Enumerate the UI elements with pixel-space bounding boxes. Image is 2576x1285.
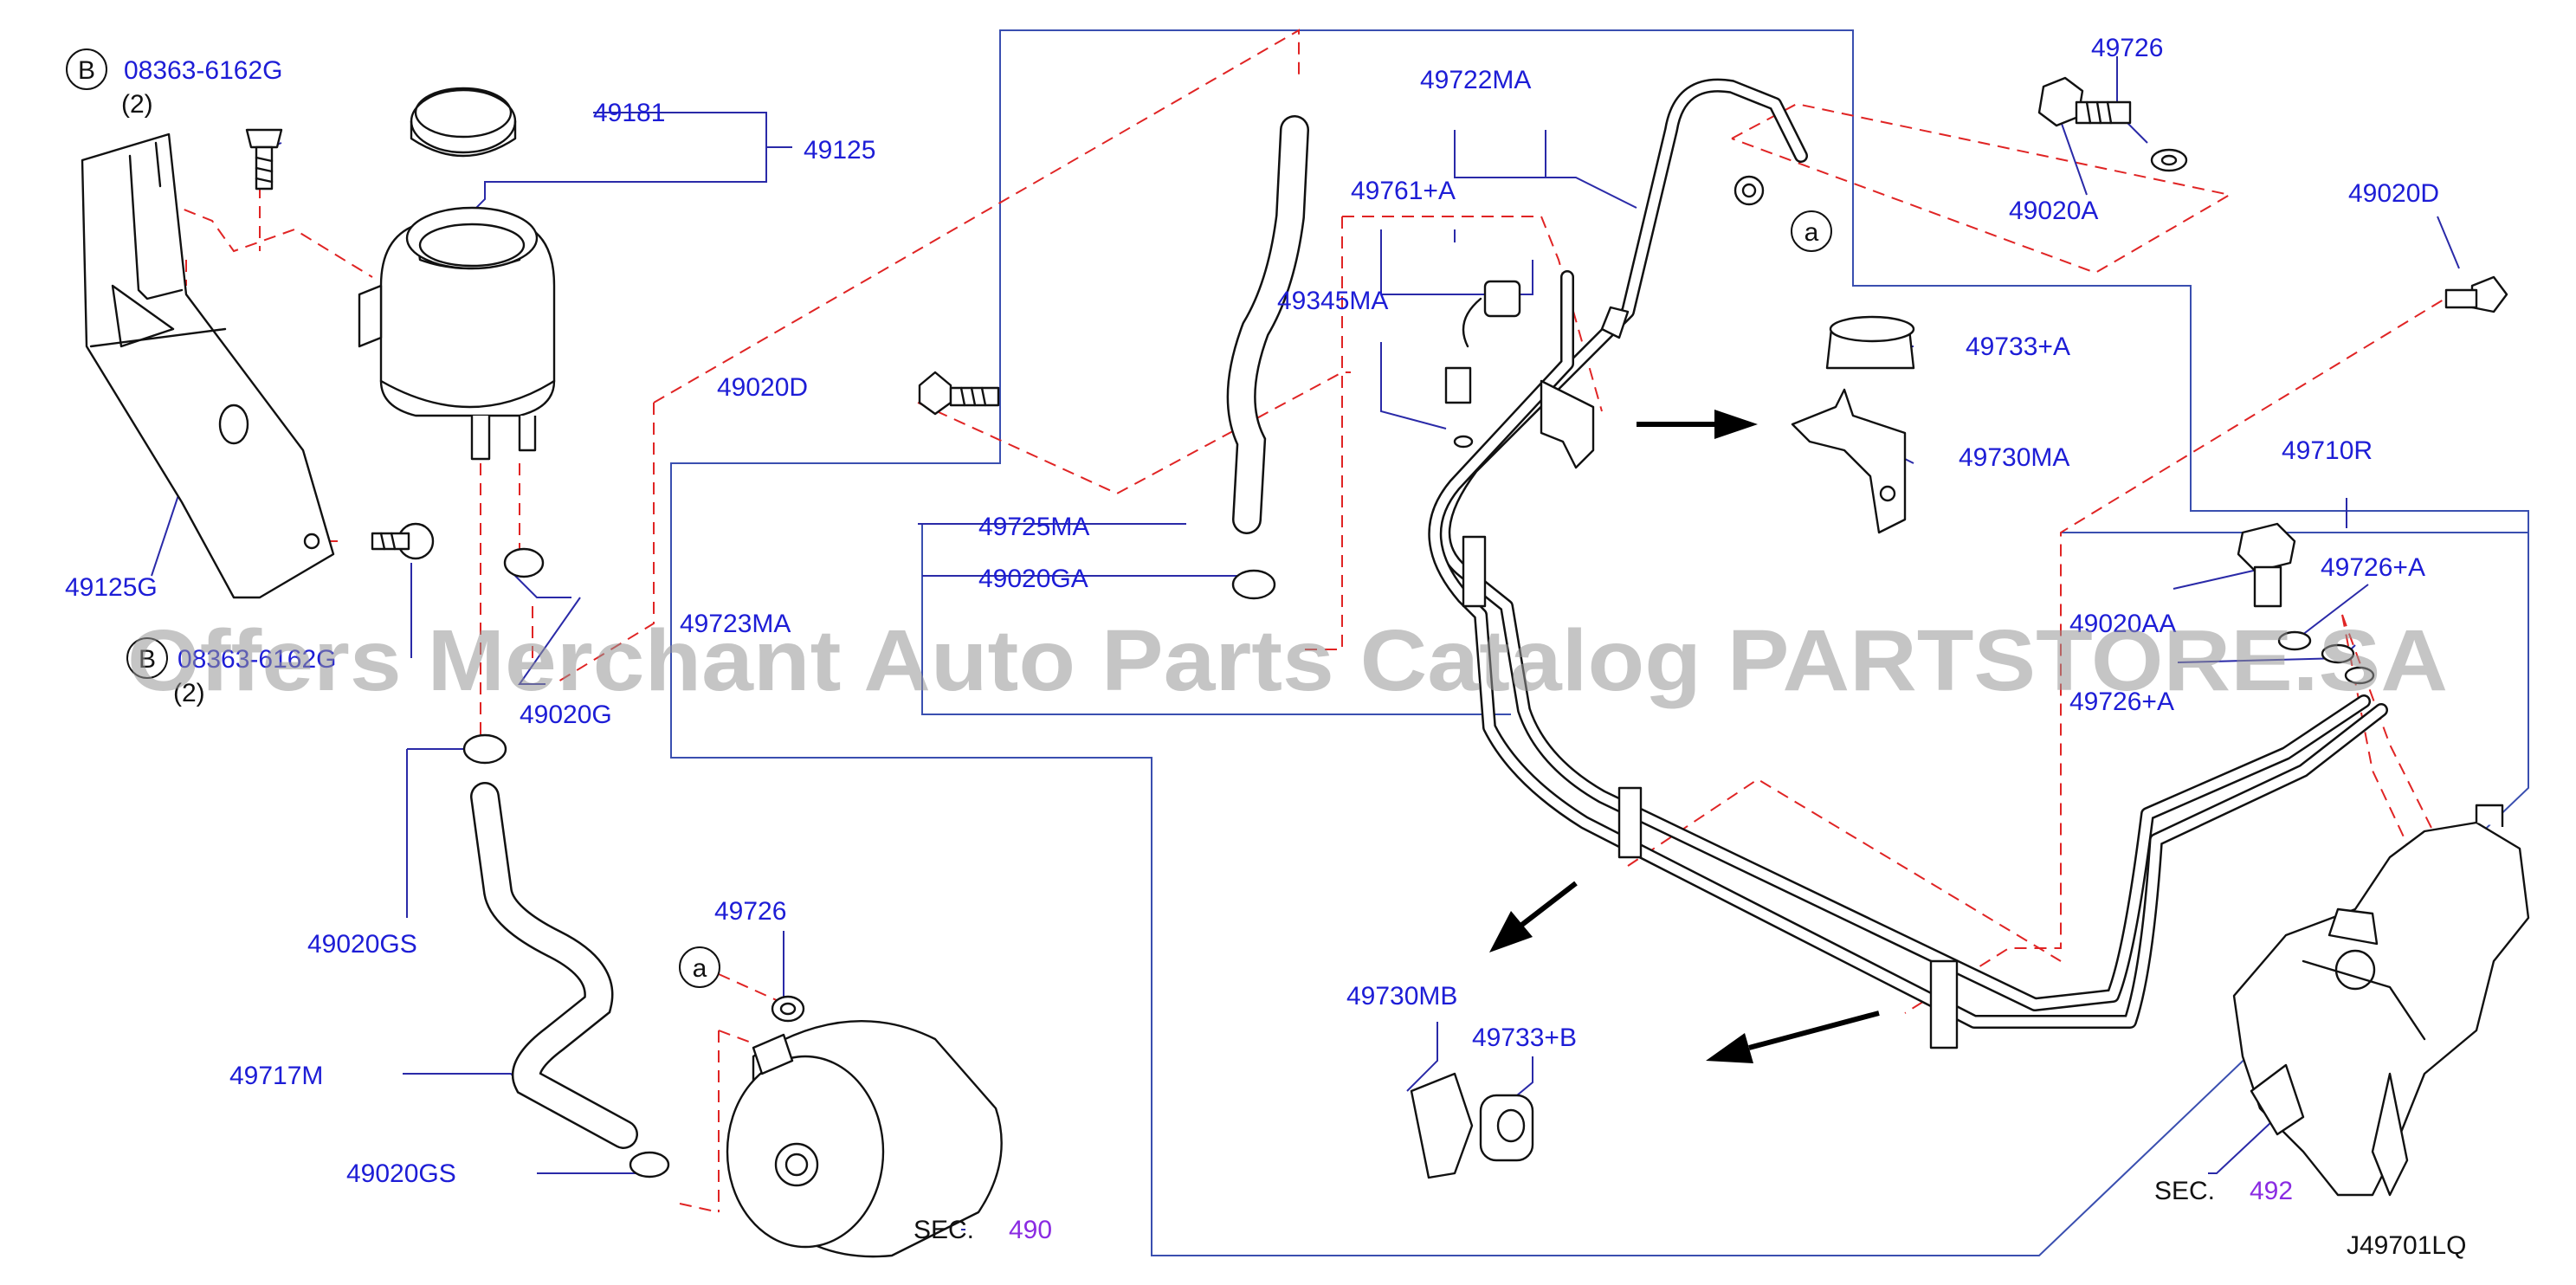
label-49730MB: 49730MB (1346, 982, 1457, 1011)
label-49726A-upper: 49726+A (2321, 553, 2425, 582)
label-49020G: 49020G (520, 701, 612, 729)
label-49710R: 49710R (2282, 436, 2373, 465)
washers-49726A (2277, 630, 2375, 685)
sec-pump-number: 490 (1009, 1216, 1052, 1244)
label-49726A-lower: 49726+A (2069, 688, 2174, 716)
grommet-49733B (1479, 1094, 1534, 1162)
bolt-49020AA (2237, 522, 2296, 608)
reservoir-cap (410, 87, 517, 158)
label-49733A: 49733+A (1966, 333, 2070, 361)
dashed-guides (146, 29, 2460, 1213)
watermark: Offers Merchant Auto Parts Catalog PARTS… (127, 612, 2448, 709)
label-49020D-mid: 49020D (717, 373, 808, 402)
bolt-marker-top: B (78, 56, 95, 85)
sec-pump: SEC. (914, 1216, 974, 1244)
direction-arrows (1489, 410, 1880, 1063)
label-49181: 49181 (593, 99, 665, 127)
label-49125: 49125 (804, 136, 875, 165)
diagram-code: J49701LQ (2347, 1231, 2466, 1260)
power-steering-pump (726, 995, 1003, 1258)
label-08363-6162G-top: 08363-6162G (124, 56, 283, 85)
label-49733B: 49733+B (1472, 1023, 1577, 1052)
bolt-49020D-right (2444, 275, 2508, 313)
bolt-49020D-mid (918, 371, 1000, 416)
label-49020AA: 49020AA (2069, 610, 2176, 638)
bolt-marker-bottom: B (139, 645, 156, 674)
label-49020D-right: 49020D (2348, 179, 2439, 208)
pressure-switch (1444, 280, 1521, 449)
label-49020GS-lower: 49020GS (346, 1159, 456, 1188)
grommet-49733A (1825, 315, 1915, 370)
label-49717M: 49717M (229, 1062, 323, 1090)
high-pressure-pipe (1428, 78, 2388, 1029)
steering-gear-box (2232, 804, 2530, 1197)
label-49020A: 49020A (2009, 197, 2098, 225)
label-49725MA: 49725MA (978, 513, 1089, 541)
bolt-49020A (2037, 76, 2132, 127)
reservoir-bracket (81, 132, 335, 599)
label-49722MA: 49722MA (1420, 66, 1531, 94)
label-49345MA: 49345MA (1277, 287, 1388, 315)
label-08363-6162G-bottom: 08363-6162G (178, 645, 337, 674)
qty-top: (2) (121, 90, 153, 119)
label-49726-pump: 49726 (714, 897, 786, 926)
marker-a-top: a (1804, 218, 1819, 247)
return-hose-clamps (462, 547, 1276, 1178)
label-49761A: 49761+A (1351, 177, 1456, 205)
bracket-49730MA (1791, 388, 1907, 534)
pipe-clips (1462, 379, 1959, 1049)
label-49726-top: 49726 (2091, 34, 2163, 62)
label-49020GS-upper: 49020GS (307, 930, 417, 959)
label-49723MA: 49723MA (680, 610, 791, 638)
qty-bottom: (2) (173, 679, 205, 707)
bracket-49730MB (1410, 1072, 1474, 1179)
label-49730MA: 49730MA (1959, 443, 2069, 472)
pressure-hose-top (1226, 115, 1309, 534)
sec-gear: SEC. (2154, 1177, 2215, 1205)
circle-markers (66, 48, 1832, 988)
bracket-bolt-bottom (371, 522, 435, 560)
sec-gear-number: 492 (2250, 1177, 2293, 1205)
label-49020GA: 49020GA (978, 565, 1088, 593)
reservoir-tank (358, 206, 556, 461)
label-49125G: 49125G (65, 573, 158, 602)
marker-a-pump: a (693, 954, 707, 983)
part-labels: B 08363-6162G (2) 49181 49125 49125G B 0… (65, 34, 2466, 1260)
washer-49726-top (2150, 148, 2188, 172)
bracket-bolt-top (245, 128, 283, 190)
return-hose (470, 782, 638, 1149)
